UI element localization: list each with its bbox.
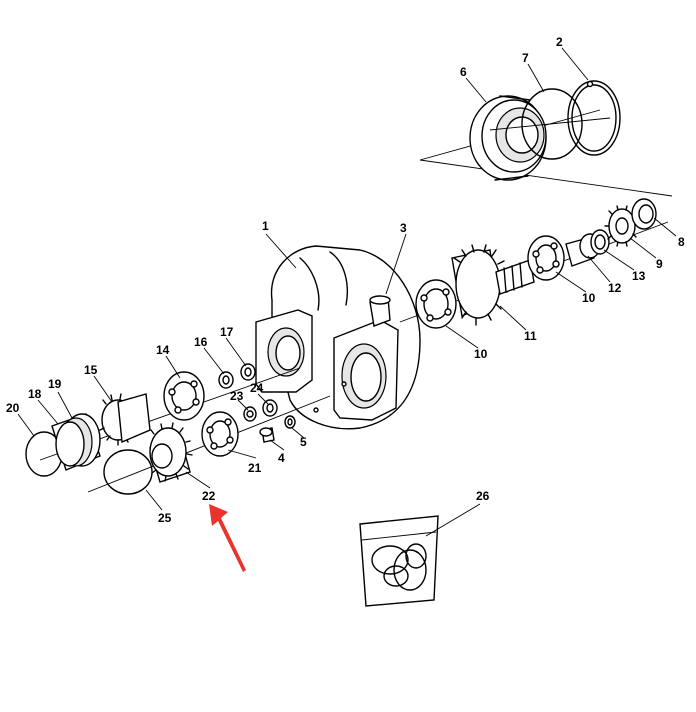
part-15-gear	[99, 393, 151, 446]
highlight-arrow	[209, 504, 246, 572]
callout-4: 4	[278, 451, 285, 465]
part-16-washer	[218, 371, 234, 389]
callout-11: 11	[524, 329, 537, 343]
left-shaft-group	[25, 363, 331, 495]
part-13-ring	[590, 229, 610, 255]
callout-24: 24	[250, 381, 264, 395]
callout-10-right: 10	[582, 291, 596, 305]
callout-1: 1	[262, 219, 269, 233]
callout-5: 5	[300, 435, 307, 449]
callout-15: 15	[84, 363, 98, 377]
callout-20: 20	[6, 401, 20, 415]
part-21-bearing	[201, 411, 239, 457]
callout-25: 25	[158, 511, 172, 525]
part-10-bearing-a	[415, 279, 457, 329]
callout-10-left: 10	[474, 347, 488, 361]
callout-14: 14	[156, 343, 170, 357]
part-5-nut	[284, 415, 296, 429]
part-18-19-sleeve	[51, 413, 101, 471]
callout-18: 18	[28, 387, 42, 401]
callout-17: 17	[220, 325, 234, 339]
part-11-gear-shaft	[451, 244, 535, 326]
callout-2: 2	[556, 35, 563, 49]
part-25-oring	[103, 449, 153, 495]
part-7-oring	[521, 88, 583, 160]
callout-6: 6	[460, 65, 467, 79]
callout-21: 21	[248, 461, 262, 475]
leader-lines	[17, 47, 677, 537]
part-23-washer	[243, 406, 257, 422]
part-17-washer	[240, 363, 256, 381]
inset-projection-lines	[419, 109, 673, 197]
callout-labels: 1 2 3 4 5 6 7 8 9 10 10 11 12 13 14 15 1…	[6, 35, 685, 525]
part-1-housing	[255, 245, 421, 430]
part-24-washer	[262, 399, 278, 417]
callout-16: 16	[194, 335, 208, 349]
part-4-plug	[259, 427, 275, 443]
part-8-cap	[631, 198, 657, 230]
part-26-seal-kit	[359, 515, 439, 607]
callout-7: 7	[522, 51, 529, 65]
part-2-snapring	[567, 80, 621, 156]
callout-3: 3	[400, 221, 407, 235]
callout-26: 26	[476, 489, 490, 503]
part-10-bearing-b	[527, 235, 565, 281]
part-9-gear-small	[604, 205, 640, 247]
callout-12: 12	[608, 281, 622, 295]
right-shaft-group	[399, 198, 669, 329]
callout-9: 9	[656, 257, 663, 271]
callout-8: 8	[678, 235, 685, 249]
callout-22: 22	[202, 489, 216, 503]
part-6-hub	[469, 95, 547, 181]
callout-19: 19	[48, 377, 62, 391]
part-22-gear	[149, 422, 193, 483]
callout-23: 23	[230, 389, 244, 403]
callout-13: 13	[632, 269, 646, 283]
part-14-bearing	[163, 371, 205, 421]
detail-inset-upper	[419, 80, 673, 197]
